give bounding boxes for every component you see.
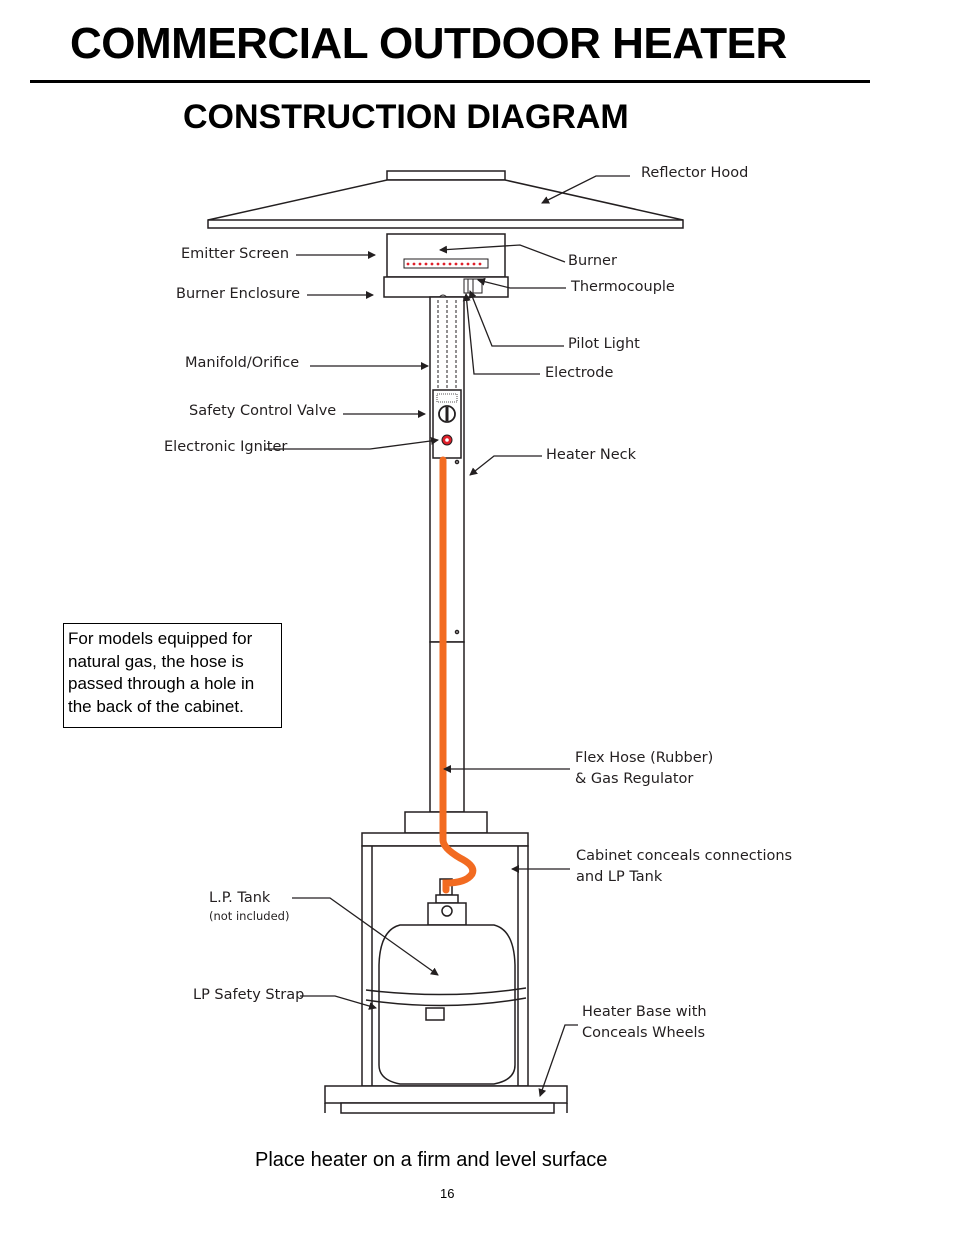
label-cabinet-line1: Cabinet conceals connections bbox=[576, 848, 793, 864]
emitter-screen bbox=[386, 233, 506, 278]
electronic-igniter bbox=[441, 434, 453, 446]
label-burner: Burner bbox=[568, 253, 617, 269]
leader-lp-strap bbox=[300, 995, 377, 1010]
burner-enclosure bbox=[383, 276, 509, 298]
leader-electronic-igniter bbox=[264, 436, 439, 450]
manifold-lines bbox=[437, 300, 457, 392]
label-burner-enclosure: Burner Enclosure bbox=[176, 286, 301, 302]
label-thermocouple: Thermocouple bbox=[571, 279, 675, 295]
label-cabinet: Cabinet conceals connections and LP Tank bbox=[576, 846, 792, 888]
burner bbox=[403, 258, 489, 269]
diagram-title: CONSTRUCTION DIAGRAM bbox=[183, 98, 629, 136]
leader-pilot-light bbox=[468, 290, 564, 347]
label-flex-hose-line1: Flex Hose (Rubber) bbox=[575, 750, 714, 766]
label-lp-tank-note: (not included) bbox=[209, 909, 290, 923]
label-reflector-hood: Reflector Hood bbox=[641, 165, 749, 181]
label-heater-base-line1: Heater Base with bbox=[582, 1004, 707, 1020]
label-safety-control-valve: Safety Control Valve bbox=[189, 403, 337, 419]
label-flex-hose-line2: & Gas Regulator bbox=[575, 771, 694, 788]
leader-heater-base bbox=[538, 1024, 578, 1097]
label-electronic-igniter: Electronic Igniter bbox=[164, 439, 288, 455]
leader-reflector-hood bbox=[541, 175, 630, 204]
page-number: 16 bbox=[440, 1186, 455, 1201]
label-cabinet-line2: and LP Tank bbox=[576, 869, 663, 886]
label-electrode: Electrode bbox=[545, 365, 614, 381]
placement-instruction: Place heater on a firm and level surface bbox=[255, 1149, 608, 1171]
label-manifold-orifice: Manifold/Orifice bbox=[185, 355, 300, 371]
leader-heater-neck bbox=[469, 455, 542, 476]
reflector-hood bbox=[207, 170, 684, 229]
leader-electrode bbox=[462, 293, 540, 375]
label-flex-hose: Flex Hose (Rubber) & Gas Regulator bbox=[575, 748, 713, 790]
label-pilot-light: Pilot Light bbox=[568, 336, 640, 352]
label-heater-base-line2: Conceals Wheels bbox=[582, 1025, 706, 1042]
leader-lines bbox=[264, 175, 630, 1097]
page-title: COMMERCIAL OUTDOOR HEATER bbox=[70, 19, 787, 68]
heater-neck-pole bbox=[429, 296, 465, 813]
leader-lp-tank bbox=[292, 897, 439, 976]
flex-hose bbox=[439, 456, 477, 894]
lp-safety-strap bbox=[365, 987, 527, 1021]
label-heater-base: Heater Base with Conceals Wheels bbox=[582, 1002, 707, 1044]
label-lp-safety-strap: LP Safety Strap bbox=[193, 987, 305, 1003]
label-heater-neck: Heater Neck bbox=[546, 447, 637, 463]
title-divider bbox=[30, 80, 870, 83]
heater-base bbox=[324, 1085, 568, 1114]
natural-gas-note: For models equipped for natural gas, the… bbox=[63, 623, 282, 728]
label-emitter-screen: Emitter Screen bbox=[181, 246, 290, 262]
label-lp-tank: L.P. Tank bbox=[209, 890, 271, 906]
leader-thermocouple bbox=[477, 277, 566, 289]
leader-burner bbox=[439, 244, 566, 263]
safety-control-valve bbox=[432, 389, 462, 459]
